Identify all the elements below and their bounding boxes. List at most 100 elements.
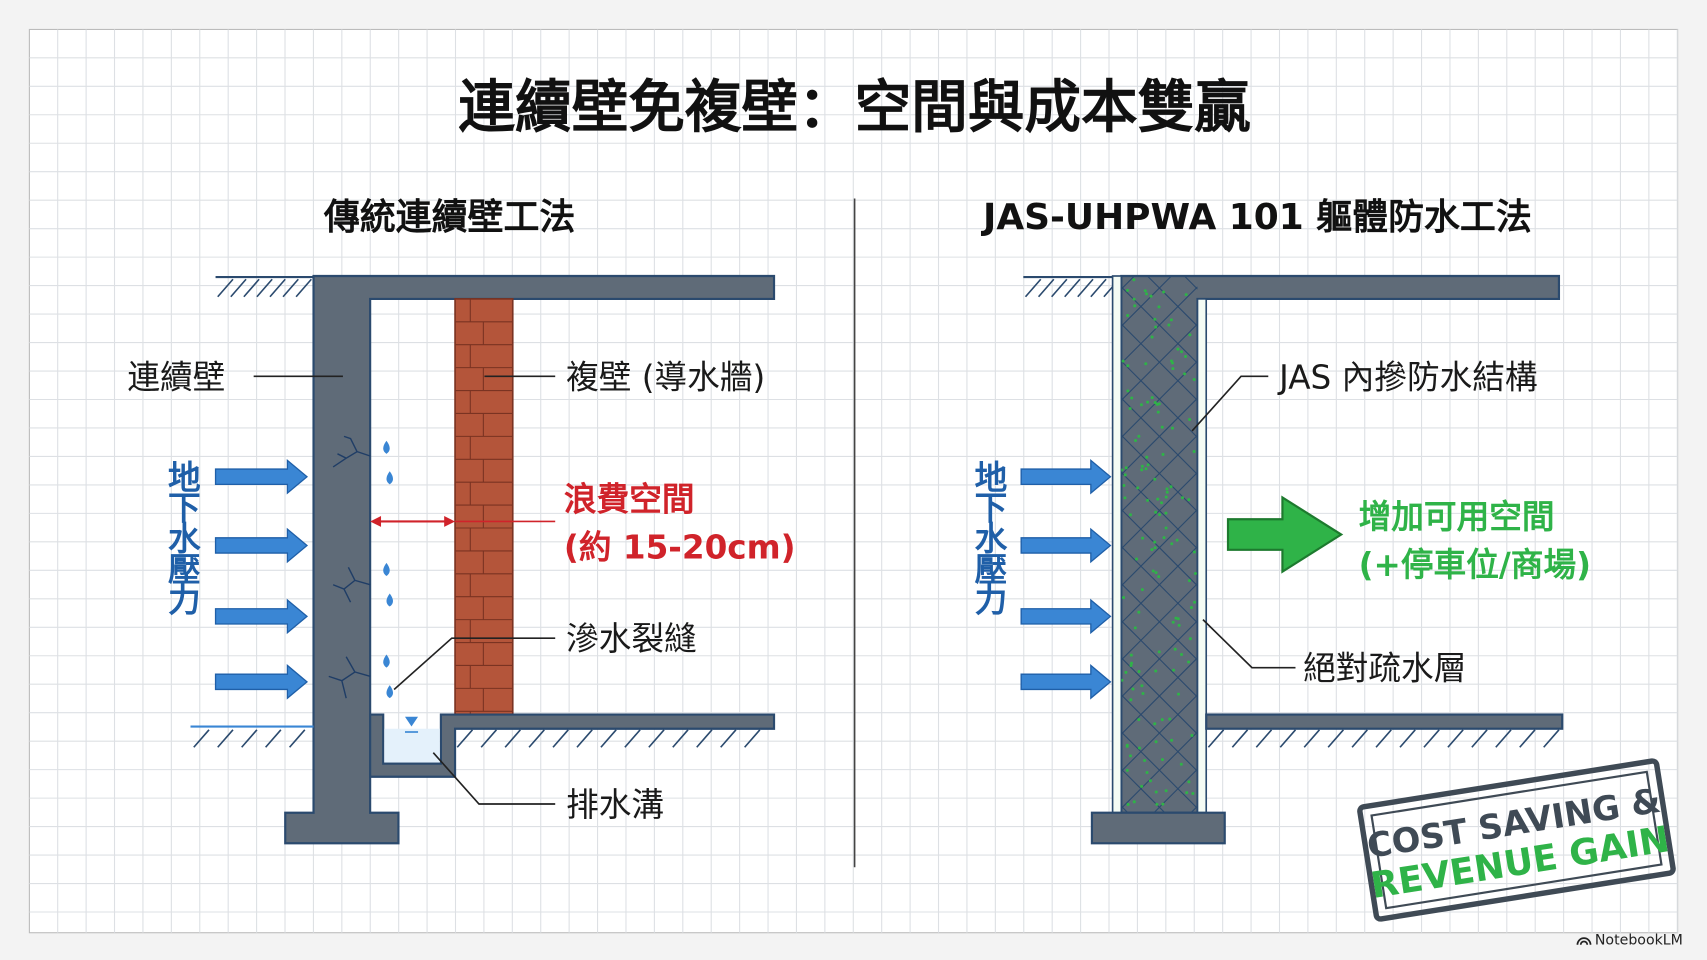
waterproof-particle — [1121, 678, 1124, 682]
water-drop-icon — [383, 562, 390, 576]
waterproof-particle — [1188, 637, 1192, 641]
waterproof-particle — [1136, 486, 1140, 490]
hatch-mark — [269, 278, 286, 298]
waterproof-particle — [1149, 294, 1153, 298]
waterproof-particle — [1169, 318, 1173, 322]
mesh-line — [1121, 546, 1198, 624]
crack-label: 滲水裂縫 — [566, 620, 697, 658]
waterproof-particle — [1169, 485, 1173, 489]
waterproof-particle — [1137, 718, 1141, 722]
hatch-mark — [744, 729, 761, 748]
mesh-line — [1121, 276, 1136, 290]
waterproof-particle — [1156, 497, 1160, 501]
waterproof-particle — [1144, 362, 1148, 366]
waterproof-particle — [1140, 784, 1144, 788]
waterproof-particle — [1126, 802, 1130, 806]
mesh-line — [1121, 471, 1198, 550]
waterproof-particle — [1179, 762, 1183, 766]
water-pressure-arrow-icon — [214, 664, 309, 700]
hatch-mark — [1303, 729, 1321, 748]
waterproof-particle — [1156, 410, 1160, 414]
waterproof-particle — [1133, 304, 1137, 308]
watermark-text: NotebookLM — [1595, 933, 1683, 949]
brick-inner-wall — [454, 298, 514, 716]
mesh-line — [1121, 620, 1198, 698]
waterproof-particle — [1170, 426, 1175, 430]
waterproof-particle — [1192, 378, 1196, 382]
waterproof-particle — [1193, 571, 1197, 576]
waterproof-particle — [1157, 575, 1161, 579]
mesh-line — [1121, 276, 1173, 327]
hatch-mark — [1037, 278, 1055, 298]
hatch-mark — [648, 729, 665, 748]
water-pressure-arrow-icon — [214, 598, 309, 635]
waterproof-particle — [1144, 467, 1148, 471]
waterproof-particle — [1153, 317, 1157, 321]
waterproof-particle — [1145, 455, 1149, 459]
waterproof-particle — [1146, 498, 1150, 502]
waterproof-particle — [1121, 359, 1125, 363]
hatch-mark — [1231, 729, 1249, 748]
waterproof-particle — [1171, 620, 1175, 624]
waterproof-particle — [1140, 588, 1144, 592]
waterproof-particle — [1188, 333, 1192, 337]
waterproof-particle — [1128, 754, 1132, 758]
waterproof-particle — [1155, 802, 1159, 806]
waterproof-particle — [1171, 367, 1175, 371]
waterproof-particle — [1184, 354, 1188, 358]
waterproof-particle — [1180, 496, 1184, 500]
right-subtitle: JAS-UHPWA 101 軀體防水工法 — [980, 197, 1532, 238]
waterproof-particle — [1128, 407, 1132, 411]
waterproof-particle — [1126, 364, 1130, 368]
waterproof-particle — [1153, 540, 1157, 544]
hatch-mark — [1399, 729, 1416, 748]
water-drop-icon — [386, 593, 394, 607]
water-pressure-arrows — [1020, 458, 1112, 700]
water-pressure-arrow-icon — [1020, 664, 1112, 700]
hatch-mark — [456, 729, 474, 748]
structure-label: JAS 內摻防水結構 — [1277, 358, 1537, 396]
waterproof-particle — [1160, 718, 1164, 722]
hatch-mark — [288, 729, 306, 748]
waterproof-particle — [1135, 557, 1139, 561]
waterproof-particle — [1137, 670, 1141, 674]
waterproof-particle — [1177, 623, 1181, 627]
waterproof-particle — [1160, 501, 1164, 505]
waterproof-particle — [1187, 498, 1191, 502]
hatch-mark — [720, 729, 737, 748]
mesh-line — [1121, 731, 1198, 809]
hatch-mark — [241, 729, 258, 748]
hatch-mark — [1255, 729, 1273, 748]
waterproof-particle — [1150, 548, 1154, 552]
hatch-mark — [1471, 729, 1488, 748]
wasted-space-size: (約 15-20cm) — [564, 529, 796, 567]
waterproof-particle — [1188, 417, 1192, 422]
mesh-line — [1121, 694, 1198, 772]
mesh-line — [1121, 434, 1198, 513]
waterproof-particle — [1183, 372, 1187, 376]
waterproof-particle — [1155, 402, 1159, 406]
water-drop-icons — [383, 440, 394, 699]
mesh-line — [1121, 657, 1198, 735]
waterproof-particle — [1153, 546, 1157, 550]
waterproof-particle — [1157, 305, 1161, 309]
water-level-icon — [404, 716, 419, 727]
gain-detail: (+停車位/商場) — [1359, 546, 1591, 584]
waterproof-particle — [1153, 722, 1157, 726]
diaphragm-wall-label: 連續壁 — [127, 358, 225, 396]
mesh-line — [1121, 323, 1198, 401]
drain-water — [384, 728, 440, 763]
hatch-mark — [1519, 729, 1536, 748]
water-pressure-arrow-icon — [214, 458, 309, 495]
waterproof-particle — [1170, 738, 1174, 742]
waterproof-particle — [1137, 610, 1141, 614]
waterproof-particle — [1133, 626, 1137, 630]
hatch-mark — [1327, 729, 1345, 748]
waterproof-particle — [1140, 468, 1144, 472]
hatch-mark — [528, 729, 545, 748]
layer-label: 絕對疏水層 — [1303, 650, 1466, 688]
water-drop-icon — [383, 654, 390, 668]
waterproof-particle — [1129, 663, 1133, 668]
hatch-mark — [256, 278, 273, 298]
waterproof-particle — [1124, 466, 1128, 470]
